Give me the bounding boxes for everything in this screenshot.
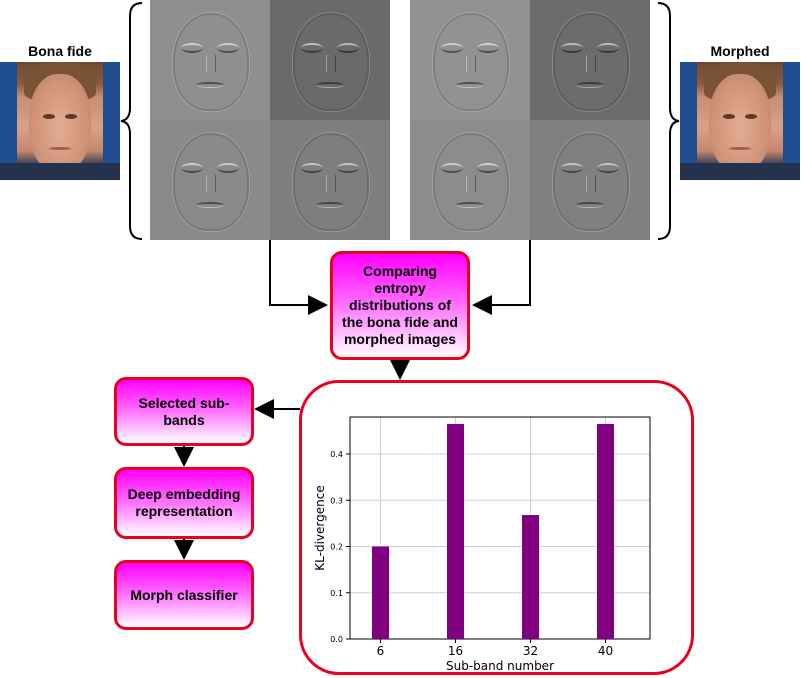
right-brace: [657, 2, 680, 240]
selected-subbands-box: Selected sub-bands: [114, 377, 254, 446]
morphed-label: Morphed: [710, 43, 770, 59]
subband-image: [270, 0, 390, 120]
x-tick-label: 16: [448, 644, 463, 658]
bar-subband-32: [522, 515, 539, 639]
selected-subbands-text: Selected sub-bands: [138, 394, 230, 428]
morph-classifier-text: Morph classifier: [130, 586, 238, 603]
y-tick-label: 0.3: [330, 496, 343, 505]
left-grid-arrow: [269, 240, 328, 315]
y-tick-label: 0.1: [330, 589, 343, 598]
bar-subband-40: [597, 423, 614, 639]
plot-area-border: [349, 416, 651, 640]
subband-image: [410, 0, 530, 120]
bar-layer: [372, 423, 614, 639]
bona-fide-label: Bona fide: [28, 43, 92, 59]
bona-fide-face-image: [0, 62, 120, 180]
comparing-entropy-text: Comparing entropy distributions of the b…: [342, 263, 458, 347]
x-tick-label: 6: [377, 644, 385, 658]
subband-image: [410, 120, 530, 240]
bar-subband-16: [447, 423, 464, 639]
subband-image: [150, 120, 270, 240]
comparing-entropy-box: Comparing entropy distributions of the b…: [330, 251, 470, 360]
x-tick-layer: 6 16 32 40: [377, 639, 613, 658]
morphed-face-image: [680, 62, 800, 180]
x-axis-label: Sub-band number: [446, 659, 554, 673]
morphed-subband-grid: [410, 0, 650, 240]
deep-embedding-text: Deep embedding representation: [127, 486, 241, 519]
subband-image: [530, 0, 650, 120]
right-grid-arrow: [472, 240, 531, 315]
subband-image: [150, 0, 270, 120]
subband-image: [270, 120, 390, 240]
y-tick-label: 0.4: [330, 450, 343, 459]
bar-subband-6: [372, 546, 389, 639]
morph-classifier-box: Morph classifier: [114, 560, 254, 630]
subband-image: [530, 120, 650, 240]
x-tick-label: 32: [523, 644, 538, 658]
bona-fide-subband-grid: [150, 0, 390, 240]
y-tick-label: 0.2: [330, 543, 343, 552]
y-axis-label: KL-divergence: [313, 485, 327, 570]
y-tick-layer: 0.0 0.1 0.2 0.3 0.4: [330, 450, 350, 644]
y-tick-label: 0.0: [330, 635, 343, 644]
kl-divergence-chart-frame: [299, 380, 694, 675]
x-tick-label: 40: [598, 644, 613, 658]
left-brace: [120, 2, 143, 240]
deep-embedding-box: Deep embedding representation: [114, 467, 254, 539]
